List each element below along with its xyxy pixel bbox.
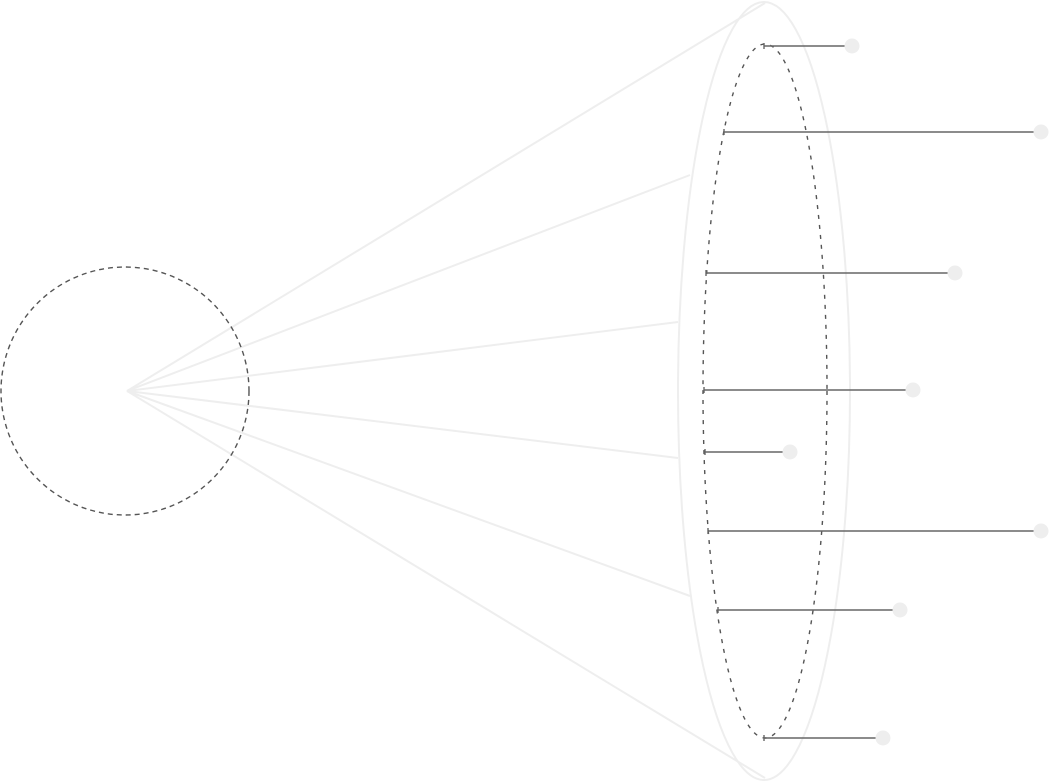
leader-dot [1033, 124, 1049, 140]
leader-lines [703, 38, 1049, 746]
source-circle [0, 266, 250, 516]
projection-ray [126, 174, 691, 392]
projection-ray [126, 390, 679, 459]
leader-dot [892, 602, 908, 618]
projection-ray [126, 321, 679, 392]
leader-dot [844, 38, 860, 54]
projection-ray [126, 390, 766, 779]
target-ellipse-outer [677, 1, 851, 781]
leader-dot [782, 444, 798, 460]
target-ellipse-inner [702, 43, 828, 739]
leader-dot [1033, 523, 1049, 539]
leader-dot [905, 382, 921, 398]
leader-dot [947, 265, 963, 281]
projection-ray [126, 2, 766, 392]
leader-dot [875, 730, 891, 746]
projection-rays [126, 2, 766, 779]
projection-ray [126, 390, 691, 597]
